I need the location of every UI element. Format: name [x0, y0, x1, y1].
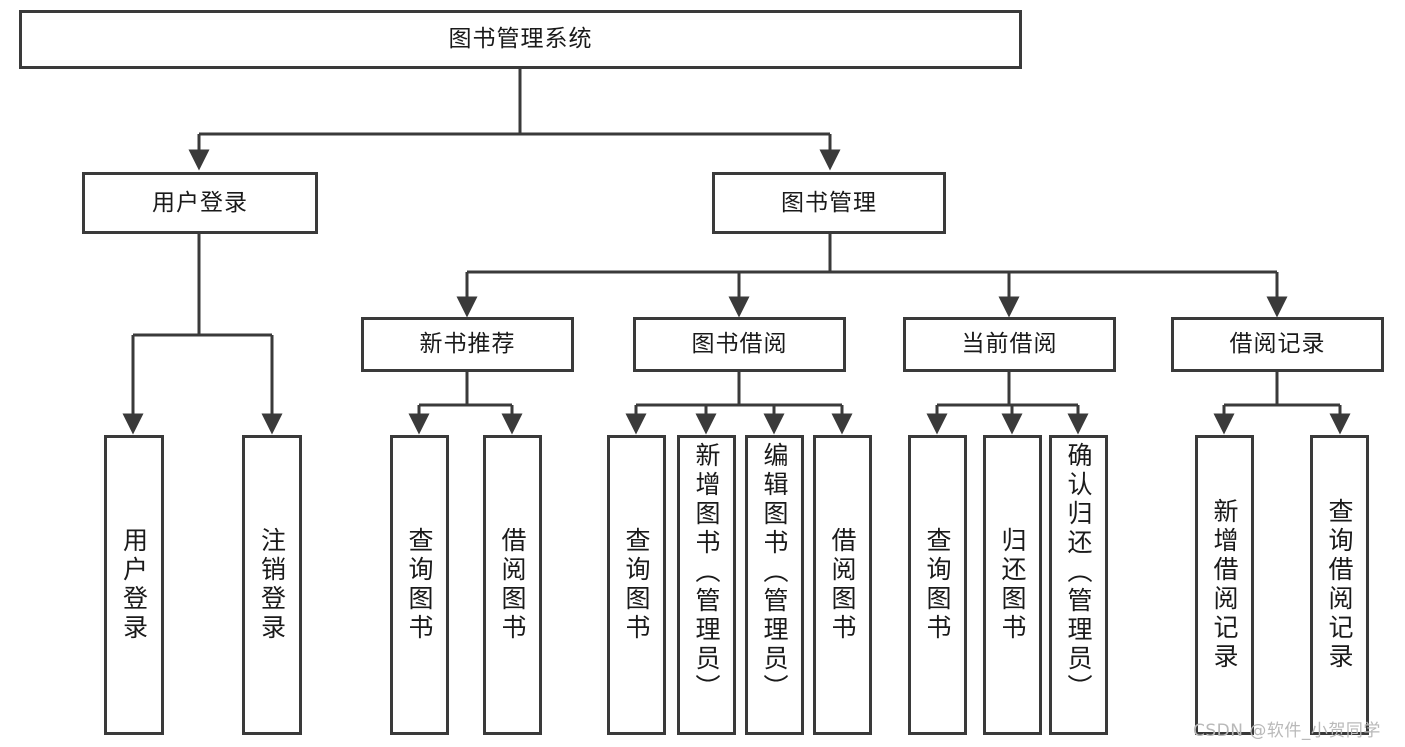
node-borrow-record[interactable]: 借阅记录: [1171, 317, 1384, 372]
node-current-borrow[interactable]: 当前借阅: [903, 317, 1116, 372]
node-book-management[interactable]: 图书管理: [712, 172, 946, 234]
node-user-login[interactable]: 用户登录: [82, 172, 318, 234]
node-root-label: 图书管理系统: [448, 26, 593, 53]
leaf-borrow-borrow-book[interactable]: 借阅图书: [813, 435, 872, 735]
leaf-record-query-record[interactable]: 查询借阅记录: [1310, 435, 1369, 735]
node-current-borrow-label: 当前借阅: [961, 331, 1058, 358]
leaf-current-return-book-label: 归还图书: [998, 527, 1027, 643]
leaf-user-login-logout[interactable]: 注销登录: [242, 435, 302, 735]
leaf-borrow-edit-book-admin[interactable]: 编辑图书（管理员）: [745, 435, 804, 735]
leaf-user-login-login[interactable]: 用户登录: [104, 435, 164, 735]
leaf-current-query-book-label: 查询图书: [923, 527, 952, 643]
leaf-borrow-borrow-book-label: 借阅图书: [828, 527, 857, 643]
csdn-watermark: CSDN @软件_小贺同学: [1193, 721, 1381, 741]
node-new-book-recommend[interactable]: 新书推荐: [361, 317, 574, 372]
leaf-borrow-query-book[interactable]: 查询图书: [607, 435, 666, 735]
leaf-record-add-record[interactable]: 新增借阅记录: [1195, 435, 1254, 735]
node-book-management-label: 图书管理: [781, 189, 877, 216]
leaf-user-login-logout-label: 注销登录: [257, 527, 287, 643]
node-book-borrow[interactable]: 图书借阅: [633, 317, 846, 372]
leaf-record-add-record-label: 新增借阅记录: [1210, 498, 1239, 672]
leaf-user-login-login-label: 用户登录: [119, 527, 149, 643]
leaf-borrow-add-book-admin[interactable]: 新增图书（管理员）: [677, 435, 736, 735]
leaf-borrow-query-book-label: 查询图书: [622, 527, 651, 643]
leaf-borrow-add-book-admin-label: 新增图书（管理员）: [692, 442, 721, 703]
leaf-current-return-book[interactable]: 归还图书: [983, 435, 1042, 735]
node-user-login-label: 用户登录: [152, 189, 248, 216]
leaf-new-book-borrow-label: 借阅图书: [498, 527, 527, 643]
leaf-new-book-query[interactable]: 查询图书: [390, 435, 449, 735]
leaf-record-query-record-label: 查询借阅记录: [1325, 498, 1354, 672]
node-root[interactable]: 图书管理系统: [19, 10, 1022, 69]
node-book-borrow-label: 图书借阅: [691, 331, 788, 358]
node-new-book-recommend-label: 新书推荐: [419, 331, 516, 358]
leaf-new-book-query-label: 查询图书: [405, 527, 434, 643]
leaf-current-confirm-return-admin-label: 确认归还（管理员）: [1064, 442, 1093, 703]
leaf-current-query-book[interactable]: 查询图书: [908, 435, 967, 735]
node-borrow-record-label: 借阅记录: [1229, 331, 1326, 358]
leaf-new-book-borrow[interactable]: 借阅图书: [483, 435, 542, 735]
leaf-current-confirm-return-admin[interactable]: 确认归还（管理员）: [1049, 435, 1108, 735]
leaf-borrow-edit-book-admin-label: 编辑图书（管理员）: [760, 442, 789, 703]
